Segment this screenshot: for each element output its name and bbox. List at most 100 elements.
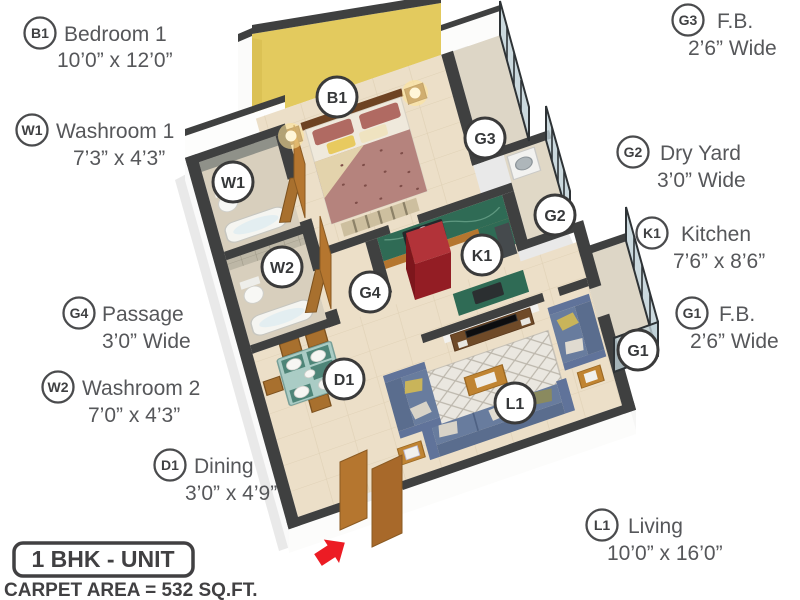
w2-toilet-tank — [239, 276, 261, 290]
legend-dining-circle — [153, 448, 187, 482]
tv-deco-left — [457, 339, 469, 349]
marker-g3: G3 — [463, 116, 507, 160]
wall-living-north-b — [557, 277, 589, 296]
legend-fb-g3-dims: 2’6” Wide — [688, 37, 777, 60]
g1-mullions — [633, 236, 651, 328]
legend-kitchen-circle — [635, 216, 669, 250]
marker-b1-code: B1 — [327, 90, 348, 107]
sofa-right-pillow-yellow — [556, 312, 579, 331]
w2-door — [319, 215, 332, 310]
planter-box — [403, 445, 421, 461]
marker-w2: W2 — [260, 245, 304, 289]
legend-passage-circle — [62, 296, 96, 330]
legend-bedroom1-code: B1 — [31, 25, 49, 41]
legend-dryyard-circle — [616, 135, 650, 169]
unit-title: 1 BHK - UNIT — [31, 546, 174, 572]
dining-chair-w — [262, 375, 284, 397]
legend-living-code: L1 — [594, 517, 611, 533]
bedroom-accent-wall — [238, 0, 441, 124]
marker-g2-code: G2 — [544, 208, 565, 225]
legend-washroom2-circle — [41, 370, 75, 404]
marker-k1: K1 — [460, 233, 504, 277]
wall-bedroom-south-a — [319, 225, 391, 257]
marker-d1-code: D1 — [334, 372, 355, 389]
marker-w2-circle — [260, 245, 304, 289]
vase-box — [583, 370, 598, 384]
marker-l1-code: L1 — [506, 396, 525, 413]
bed-duvet-fold — [314, 145, 364, 199]
marker-g4-code: G4 — [359, 285, 380, 302]
legend-washroom2-name: Washroom 2 — [82, 377, 200, 400]
bed-cushion-yellow — [326, 135, 356, 155]
marker-k1-code: K1 — [472, 248, 493, 265]
legend-kitchen-name: Kitchen — [681, 223, 751, 246]
red-unit-front — [415, 252, 451, 300]
bed-pillow-left — [312, 118, 354, 146]
marker-k1-circle — [460, 233, 504, 277]
legend-fb-g1-name: F.B. — [719, 303, 755, 326]
coffee-table — [463, 364, 508, 397]
wall-west — [184, 153, 301, 530]
bed-pillow-right — [359, 102, 401, 130]
wall-south-b — [400, 401, 637, 491]
marker-g2-circle — [533, 193, 577, 237]
entrance-door-leaf-left — [339, 449, 368, 531]
w1-north-wall-face — [185, 102, 285, 158]
dining-chairs — [262, 328, 332, 414]
tall-unit — [494, 222, 518, 259]
legend-passage-code: G4 — [70, 305, 89, 321]
legend-fb-g3: G3 F.B. 2’6” Wide — [671, 3, 777, 60]
legend-fb-g1: G1 F.B. 2’6” Wide — [675, 296, 779, 353]
marker-g3-code: G3 — [474, 131, 495, 148]
unit-title-block: 1 BHK - UNIT CARPET AREA = 532 SQ.FT. — [4, 541, 258, 600]
marker-g2: G2 — [533, 193, 577, 237]
living-furniture — [382, 293, 607, 466]
entry-arrow-icon — [314, 539, 345, 566]
standing-doors — [293, 124, 403, 548]
sofa-back — [436, 402, 566, 457]
legend-passage: G4 Passage 3’0” Wide — [62, 296, 191, 353]
g3-railing — [499, 0, 530, 142]
bed-cushion-cream — [358, 124, 389, 144]
legend: B1 Bedroom 1 10’0” x 12’0” W1 Washroom 1… — [15, 3, 779, 565]
carpet-area-text: CARPET AREA = 532 SQ.FT. — [4, 580, 258, 600]
sofa-right-back — [574, 300, 605, 355]
legend-living-name: Living — [628, 515, 683, 538]
legend-kitchen-code: K1 — [643, 225, 661, 241]
legend-living-circle — [585, 508, 619, 542]
wall-washrooms-east-b — [299, 218, 325, 272]
legend-bedroom1-dims: 10’0” x 12’0” — [57, 49, 173, 72]
legend-washroom2-code: W2 — [48, 379, 69, 395]
marker-g3-circle — [463, 116, 507, 160]
entrance-door-leaf-right — [371, 454, 403, 548]
legend-bedroom1-name: Bedroom 1 — [64, 23, 167, 46]
legend-dining: D1 Dining 3’0” x 4’9” — [153, 448, 277, 505]
unit-title-box — [12, 541, 195, 578]
legend-washroom1-code: W1 — [22, 122, 43, 138]
sofa-right-arm-n — [547, 293, 591, 316]
marker-d1: D1 — [322, 357, 366, 401]
legend-dryyard-code: G2 — [624, 144, 643, 160]
sofa-arm-right — [556, 378, 576, 414]
g3-back-wall-face — [441, 11, 500, 55]
red-unit-top — [406, 221, 451, 264]
washing-machine-door — [514, 156, 533, 171]
g3-back-wall-top — [441, 5, 500, 31]
marker-l1-circle — [493, 381, 537, 425]
dryyard-fittings — [506, 146, 542, 181]
wall-w1-w2-divider — [224, 221, 315, 261]
legend-dryyard: G2 Dry Yard 3’0” Wide — [616, 135, 746, 192]
legend-dryyard-dims: 3’0” Wide — [657, 169, 746, 192]
legend-washroom2-dims: 7’0” x 4’3” — [88, 404, 180, 427]
tv-screen — [464, 313, 518, 339]
sofa-pillow-1 — [438, 420, 458, 438]
marker-g4: G4 — [348, 270, 392, 314]
marker-w2-code: W2 — [270, 260, 294, 277]
legend-fb-g3-code: G3 — [679, 12, 698, 28]
marker-b1: B1 — [315, 75, 359, 119]
entry-arrow-shape — [314, 539, 345, 566]
w2-bathtub-basin — [259, 307, 305, 328]
red-unit-side — [406, 233, 415, 300]
tv-unit — [449, 307, 535, 352]
